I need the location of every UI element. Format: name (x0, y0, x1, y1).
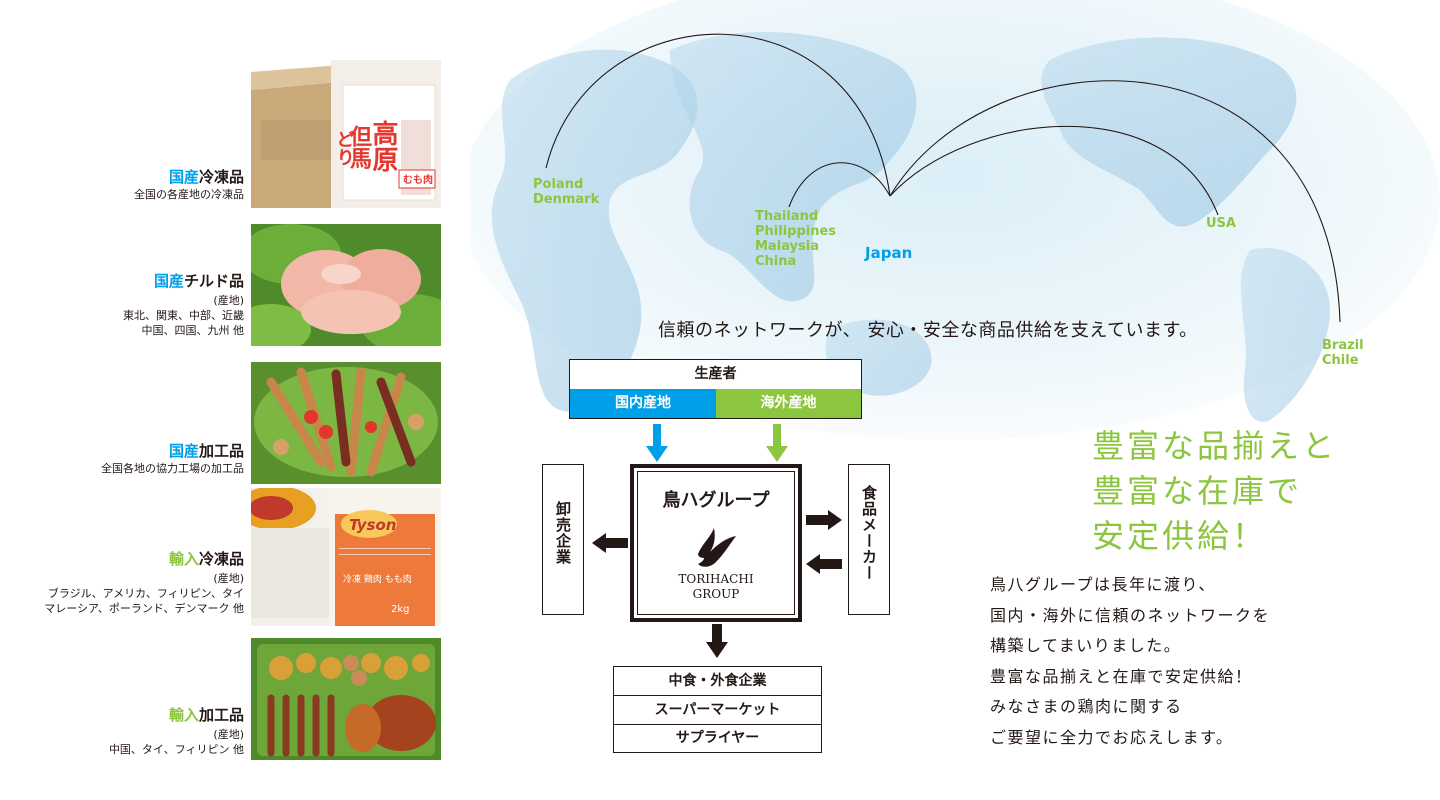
world-map: Poland Denmark Thailand Philippines Mala… (460, 0, 1440, 464)
arrow-right-icon (806, 510, 842, 530)
product-title: 輸入加工品 (109, 704, 244, 725)
product-title-accent: 輸入 (168, 706, 199, 724)
product-title-rest: 加工品 (198, 442, 244, 460)
arrow-down-blue-icon (646, 424, 668, 462)
customer-item: 中食・外食企業 (614, 667, 821, 696)
label-japan: Japan (865, 244, 913, 262)
photo-import-frozen: Tyson 冷凍 鶏肉 もも肉 2kg (251, 488, 441, 626)
photo-import-processed (251, 638, 441, 760)
label-asia: Thailand Philippines Malaysia China (755, 209, 837, 269)
svg-text:どり: どり (334, 130, 355, 166)
brand-label: Tyson (349, 516, 396, 534)
product-title: 国産冷凍品 (134, 166, 244, 187)
overseas-source: 海外産地 (716, 389, 861, 418)
package-label: 高原 (368, 119, 398, 173)
arrow-down-green-icon (766, 424, 788, 462)
product-desc: マレーシア、ポーランド、デンマーク 他 (44, 602, 244, 615)
product-title-accent: 国産 (168, 442, 199, 460)
arc-europe (545, 33, 891, 197)
svg-text:2kg: 2kg (391, 604, 410, 615)
continent-asia (670, 31, 917, 302)
product-title-rest: チルド品 (183, 272, 244, 290)
customer-item: サプライヤー (675, 730, 760, 746)
product-desc: 全国各地の協力工場の加工品 (101, 462, 244, 475)
label-south-america: Brazil Chile (1322, 338, 1364, 368)
wholesale-box: 卸売企業 (542, 464, 584, 615)
product-title-accent: 輸入 (168, 550, 199, 568)
product-desc: 中国、タイ、フィリピン 他 (108, 743, 244, 756)
product-title-accent: 国産 (168, 168, 199, 186)
arrow-left-small-icon (806, 554, 842, 574)
food-maker-box: 食品メーカー (848, 464, 890, 615)
customer-item: スーパーマーケット (614, 696, 821, 725)
product-desc: 全国の各産地の冷凍品 (134, 188, 244, 201)
headline: 豊富な品揃えと 豊富な在庫で 安定供給！ (1092, 427, 1338, 555)
torihachi-logo-icon (698, 528, 736, 567)
arc-usa (889, 125, 1219, 216)
customers-box: 中食・外食企業 スーパーマーケット サプライヤー (613, 666, 822, 753)
product-title: 国産加工品 (101, 440, 244, 461)
product-title: 輸入冷凍品 (44, 548, 244, 569)
arc-asia (788, 162, 891, 208)
producer-label: 生産者 (694, 366, 737, 382)
product-title-rest: 冷凍品 (198, 550, 244, 568)
producer-box: 生産者 国内産地 海外産地 (569, 359, 862, 419)
product-desc: ブラジル、アメリカ、フィリピン、タイ (47, 587, 244, 600)
product-desc: (産地) (213, 294, 244, 307)
group-name: 鳥ハグループ (662, 490, 770, 511)
continent-north-america (1041, 37, 1297, 227)
product-desc: 東北、関東、中部、近畿 (123, 309, 244, 322)
product-domestic-processed: 国産加工品 全国各地の協力工場の加工品 (101, 440, 244, 476)
continent-south-america (1240, 248, 1330, 422)
product-desc: (産地) (213, 572, 244, 585)
wholesale-label: 卸売企業 (554, 501, 572, 565)
label-europe: Poland Denmark (533, 177, 600, 207)
svg-text:冷凍 鶏肉 もも肉: 冷凍 鶏肉 もも肉 (343, 573, 412, 585)
label-usa: USA (1206, 216, 1236, 231)
svg-text:むも肉: むも肉 (403, 173, 433, 186)
product-desc: (産地) (213, 728, 244, 741)
product-title-accent: 国産 (153, 272, 184, 290)
map-tagline: 信頼のネットワークが、 安心・安全な商品供給を支えています。 (658, 320, 1198, 341)
svg-text:但馬: 但馬 (346, 125, 372, 169)
product-domestic-frozen: 国産冷凍品 全国の各産地の冷凍品 (134, 166, 244, 202)
product-title: 国産チルド品 (123, 270, 244, 291)
body-text: 鳥八グループは長年に渡り、 国内・海外に信頼のネットワークを 構築してまいりまし… (990, 575, 1271, 747)
product-title-rest: 冷凍品 (198, 168, 244, 186)
photo-domestic-chilled (251, 224, 441, 346)
product-import-processed: 輸入加工品 (産地) 中国、タイ、フィリピン 他 (109, 704, 244, 757)
domestic-source: 国内産地 (570, 389, 716, 418)
group-box: 鳥ハグループ TORIHACHI GROUP (630, 464, 802, 622)
group-en-name: TORIHACHI GROUP (678, 572, 754, 601)
arrow-left-icon (592, 533, 628, 553)
photo-domestic-processed (251, 362, 441, 484)
continent-europe-africa (491, 49, 698, 412)
photo-domestic-frozen: 高原 但馬 どり むも肉 (251, 60, 441, 208)
group-inner: 鳥ハグループ TORIHACHI GROUP (637, 471, 795, 615)
product-title-rest: 加工品 (198, 706, 244, 724)
product-domestic-chilled: 国産チルド品 (産地) 東北、関東、中部、近畿 中国、四国、九州 他 (123, 270, 244, 338)
arrow-down-black-icon (706, 624, 728, 658)
product-desc: 中国、四国、九州 他 (141, 324, 245, 337)
network-arcs (545, 33, 1341, 323)
food-maker-label: 食品メーカー (860, 485, 878, 581)
arc-south-america (889, 80, 1341, 323)
product-import-frozen: 輸入冷凍品 (産地) ブラジル、アメリカ、フィリピン、タイ マレーシア、ポーラン… (44, 548, 244, 616)
